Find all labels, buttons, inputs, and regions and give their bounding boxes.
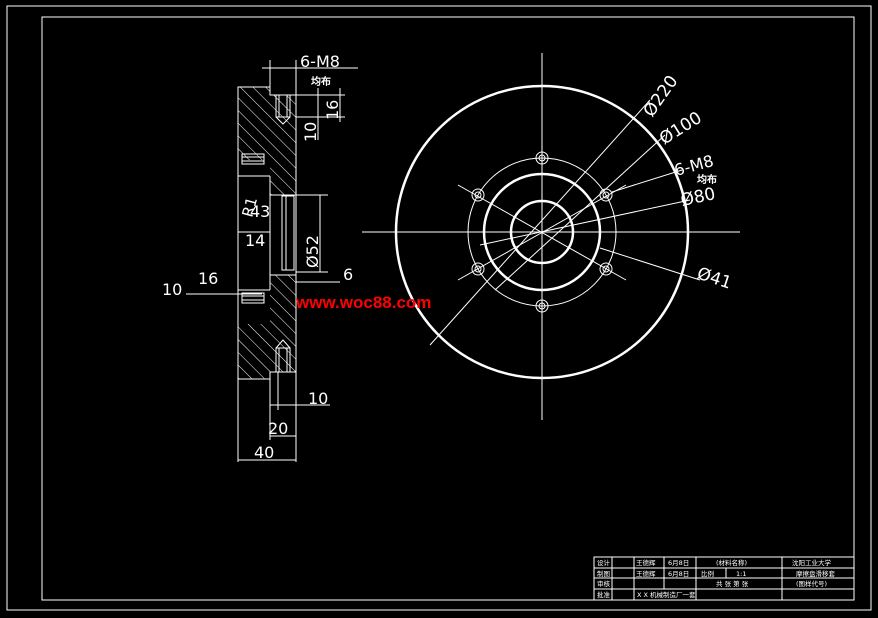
dim-thread-side: 6-M8: [300, 52, 340, 71]
tb-scale: 1:1: [736, 570, 746, 578]
tb-material: (材料名称): [716, 558, 747, 567]
dim-thread-note-side: 均布: [311, 75, 331, 88]
dim-phi80: Ø80: [679, 184, 717, 211]
dim-phi41: Ø41: [694, 264, 733, 294]
tb-sheets: 共 张 第 张: [716, 579, 749, 588]
title-block: 设计 王德辉 6月8日 (材料名称) 沈阳工业大学 制图 王德辉 6月8日 比例…: [593, 556, 855, 601]
tb-drafter: 王德辉: [636, 569, 656, 578]
dim-phi52: Ø52: [303, 235, 322, 268]
bolt-circle-d80: [467, 157, 617, 307]
dim-10-left: 10: [162, 280, 182, 299]
inner-frame: [41, 16, 855, 601]
bolt-holes: [471, 151, 613, 313]
tb-school: 沈阳工业大学: [792, 558, 832, 567]
watermark: www.woc88.com: [295, 293, 431, 312]
dim-14: 14: [245, 231, 265, 250]
dim-10-bottom: 10: [308, 389, 328, 408]
dim-40: 40: [254, 443, 274, 462]
dim-16-side: 16: [323, 100, 342, 120]
dim-6: 6: [343, 265, 353, 284]
tb-review-label: 审核: [597, 579, 611, 588]
tb-approve-label: 批准: [597, 590, 611, 599]
dim-thread-note-front: 均布: [697, 173, 717, 186]
dim-phi220: Ø220: [640, 72, 683, 121]
outer-frame: [6, 5, 872, 611]
tb-draw-label: 制图: [597, 569, 610, 578]
dim-20: 20: [268, 419, 288, 438]
hub-circle-d100: [482, 172, 602, 292]
dim-43: 43: [250, 202, 270, 221]
tb-design-label: 设计: [597, 558, 611, 567]
tb-part-name: 摩擦盘滑移套: [796, 569, 836, 578]
tb-designer: 王德辉: [636, 558, 656, 567]
dim-10-hole: 10: [301, 122, 320, 142]
tb-draw-date: 6月8日: [668, 570, 689, 578]
tb-design-date: 6月8日: [668, 559, 689, 567]
front-view: Ø220 Ø100 6-M8 均布 Ø80 Ø41: [362, 53, 740, 420]
dim-r1: R1: [238, 195, 261, 219]
outer-circle-d220: [394, 84, 690, 380]
side-section-view: 6-M8 均布 16 10 R1 43 Ø52 14 6 16 10 10 20…: [162, 52, 358, 462]
tb-drawing-code: (图样代号): [796, 579, 827, 588]
tb-factory: X X 机械制造厂一套: [637, 590, 696, 599]
dim-16-lower: 16: [198, 269, 218, 288]
dim-phi100: Ø100: [656, 108, 705, 149]
bore-circle-d41: [509, 199, 575, 265]
tb-scale-label: 比例: [701, 569, 714, 578]
